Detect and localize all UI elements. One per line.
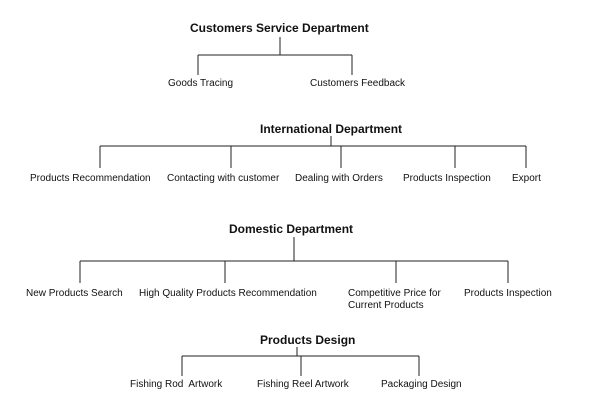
node-fishing-reel-artwork: Fishing Reel Artwork bbox=[257, 379, 349, 390]
node-competitive-price: Competitive Price for Current Products bbox=[348, 288, 441, 311]
node-contacting-with-customer: Contacting with customer bbox=[167, 173, 280, 184]
node-fishing-rod-artwork: Fishing Rod Artwork bbox=[130, 379, 223, 390]
dept-title-international: International Department bbox=[260, 122, 403, 136]
node-products-inspection-domestic: Products Inspection bbox=[464, 288, 552, 299]
dept-title-domestic: Domestic Department bbox=[229, 222, 354, 236]
node-new-products-search: New Products Search bbox=[26, 288, 123, 299]
node-packaging-design: Packaging Design bbox=[381, 379, 462, 390]
node-high-quality-products-recommendation: High Quality Products Recommendation bbox=[139, 288, 317, 299]
dept-title-customers-service: Customers Service Department bbox=[190, 21, 369, 35]
node-products-inspection-international: Products Inspection bbox=[403, 173, 491, 184]
node-dealing-with-orders: Dealing with Orders bbox=[295, 173, 383, 184]
node-export: Export bbox=[512, 173, 541, 184]
dept-title-products-design: Products Design bbox=[260, 333, 356, 347]
node-products-recommendation: Products Recommendation bbox=[30, 173, 151, 184]
node-goods-tracing: Goods Tracing bbox=[168, 78, 234, 89]
node-customers-feedback: Customers Feedback bbox=[310, 78, 406, 89]
